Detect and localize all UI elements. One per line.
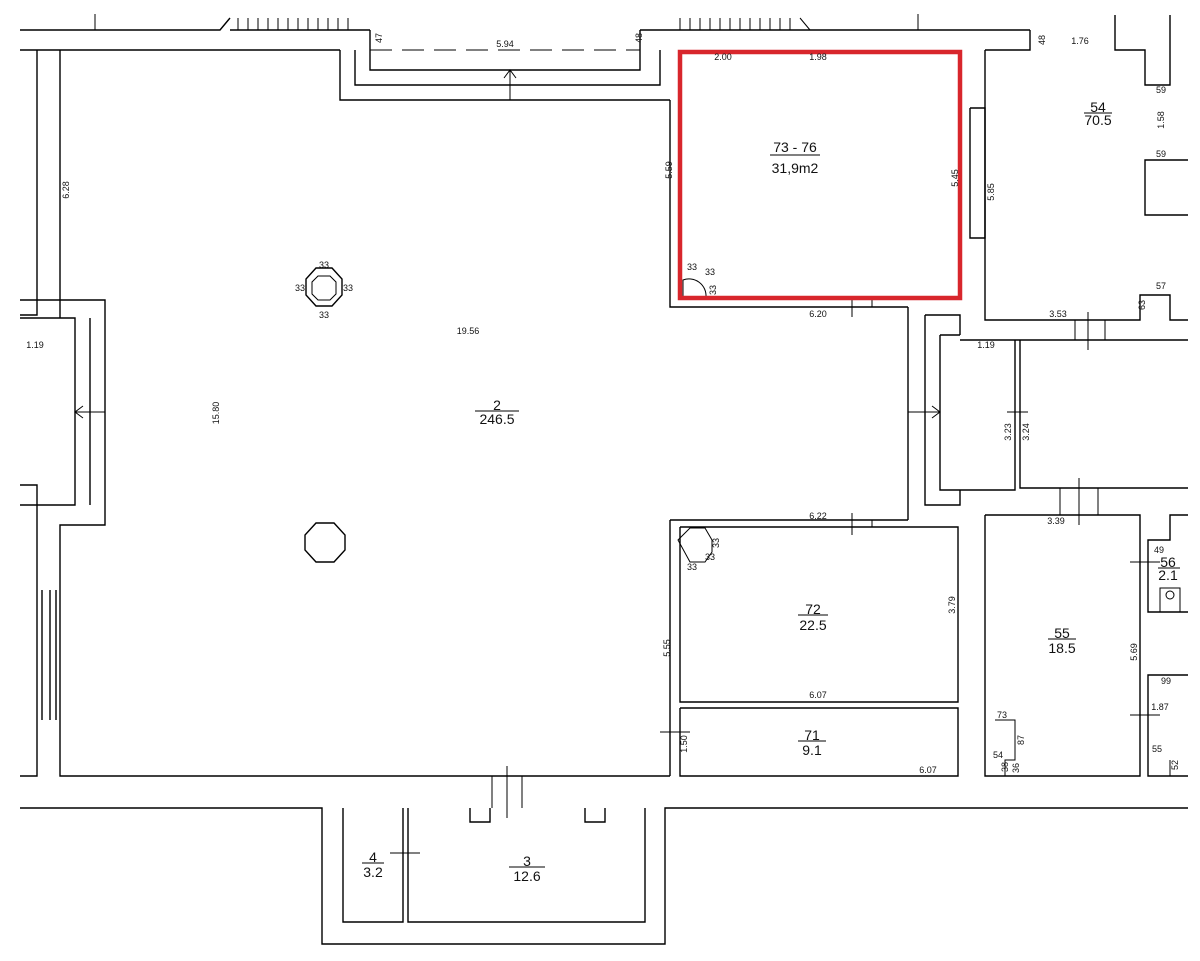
dim-1580: 15.80 <box>211 402 221 425</box>
dim-569: 5.69 <box>1129 643 1139 661</box>
col-33-bottom: 33 <box>319 310 329 320</box>
dim-36: 36 <box>1011 763 1021 773</box>
room-55-area: 18.5 <box>1048 640 1075 656</box>
hall-walls <box>20 49 670 777</box>
dim-119b: 1.19 <box>977 340 995 350</box>
dim-38: 38 <box>1000 762 1010 772</box>
dim-top-left: 2.00 <box>714 52 732 62</box>
room-4-area: 3.2 <box>363 864 383 880</box>
bottom-walls <box>20 766 1188 945</box>
room-72-number: 72 <box>805 601 821 617</box>
room-56-area: 2.1 <box>1158 567 1178 583</box>
dim-607a: 6.07 <box>809 690 827 700</box>
column-corner-72 <box>677 527 713 563</box>
column-dim-labels: 33 33 33 33 33 33 33 33 33 33 <box>295 260 721 572</box>
room-2-number: 2 <box>493 397 501 413</box>
col-33-72-c: 33 <box>705 552 715 562</box>
dim-339: 3.39 <box>1047 516 1065 526</box>
dim-left: 5.59 <box>664 161 674 179</box>
highlight-label: 73 - 76 <box>773 139 817 155</box>
dim-594: 5.94 <box>496 39 514 49</box>
dim-353: 3.53 <box>1049 309 1067 319</box>
dim-73: 73 <box>997 710 1007 720</box>
top-wall <box>20 14 1031 51</box>
dim-52: 52 <box>1170 760 1180 770</box>
room-54-area: 70.5 <box>1084 112 1111 128</box>
dim-48a: 48 <box>634 33 644 43</box>
room-2-area: 246.5 <box>479 411 514 427</box>
room-3-number: 3 <box>523 853 531 869</box>
dim-158: 1.58 <box>1156 111 1166 129</box>
right-walls <box>960 15 1188 777</box>
dimension-labels: 5.94 47 48 48 1.76 6.28 1.19 19.56 15.80… <box>26 33 1180 775</box>
dim-607b: 6.07 <box>919 765 937 775</box>
dim-48b: 48 <box>1037 35 1047 45</box>
room-labels: 2 246.5 72 22.5 71 9.1 55 18.5 54 70.5 5… <box>362 99 1180 884</box>
dim-187: 1.87 <box>1151 702 1169 712</box>
dim-49: 49 <box>1154 545 1164 555</box>
top-entrance-niche <box>339 30 670 101</box>
dim-87: 87 <box>1016 735 1026 745</box>
dim-57: 57 <box>1156 281 1166 291</box>
dim-555: 5.55 <box>662 639 672 657</box>
dim-150: 1.50 <box>679 735 689 753</box>
dim-323: 3.23 <box>1003 423 1013 441</box>
highlighted-premise[interactable] <box>677 49 963 301</box>
room-54-number: 54 <box>1090 99 1106 115</box>
dim-top-right: 1.98 <box>809 52 827 62</box>
dim-585: 5.85 <box>986 183 996 201</box>
dim-55: 55 <box>1152 744 1162 754</box>
room-71-area: 9.1 <box>802 742 822 758</box>
dim-59a: 59 <box>1156 85 1166 95</box>
dim-63: 63 <box>1137 300 1147 310</box>
middle-walls <box>660 100 961 777</box>
dim-59b: 59 <box>1156 149 1166 159</box>
highlight-labels: 73 - 76 31,9m2 2.00 1.98 6.20 5.45 5.59 <box>664 52 960 319</box>
column-octagon-lower <box>304 522 346 563</box>
col-33-right: 33 <box>343 283 353 293</box>
highlight-area: 31,9m2 <box>772 160 819 176</box>
dim-1956: 19.56 <box>457 326 480 336</box>
dim-628: 6.28 <box>61 181 71 199</box>
col-33-hl-a: 33 <box>687 262 697 272</box>
dim-right: 5.45 <box>950 169 960 187</box>
dim-47: 47 <box>374 33 384 43</box>
dim-99: 99 <box>1161 676 1171 686</box>
column-corner-highlight <box>682 278 707 298</box>
room-71-number: 71 <box>804 727 820 743</box>
room-3-area: 12.6 <box>513 868 540 884</box>
room-4-number: 4 <box>369 849 377 865</box>
col-33-left: 33 <box>295 283 305 293</box>
room-56-number: 56 <box>1160 554 1176 570</box>
col-33-72-b: 33 <box>687 562 697 572</box>
dim-622: 6.22 <box>809 511 827 521</box>
dim-324: 3.24 <box>1021 423 1031 441</box>
dim-bottom: 6.20 <box>809 309 827 319</box>
col-33-hl-c: 33 <box>708 285 718 295</box>
dim-379: 3.79 <box>947 596 957 614</box>
col-33-hl-b: 33 <box>705 267 715 277</box>
room-72-area: 22.5 <box>799 617 826 633</box>
radiator-top-left <box>237 18 349 30</box>
col-33-top: 33 <box>319 260 329 270</box>
dim-54: 54 <box>993 750 1003 760</box>
dim-119a: 1.19 <box>26 340 44 350</box>
room-55-number: 55 <box>1054 625 1070 641</box>
col-33-72-a: 33 <box>711 538 721 548</box>
dim-176: 1.76 <box>1071 36 1089 46</box>
radiator-top-right <box>679 18 791 30</box>
column-octagon-upper <box>305 267 343 307</box>
